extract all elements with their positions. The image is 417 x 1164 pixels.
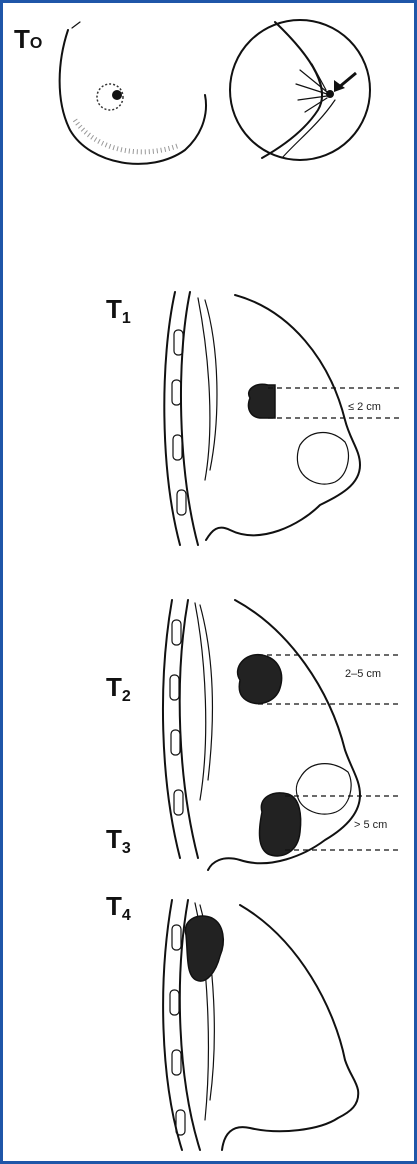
t2-nipple: [296, 764, 351, 814]
t0-shading: [75, 120, 180, 152]
t0-panel: TO: [14, 20, 370, 164]
t1-nipple: [297, 433, 348, 485]
t2-size-label: 2–5 cm: [345, 668, 381, 680]
t0-magnified-contour-2: [282, 100, 335, 158]
t2-chest-wall-inner: [180, 600, 198, 858]
t4-label: T4: [106, 891, 131, 924]
t2-muscle-fiber-1: [200, 605, 213, 780]
t4-ribs: [170, 925, 185, 1135]
t2-tumor: [238, 655, 282, 704]
t1-chest-wall-inner: [181, 292, 198, 545]
t1-tumor: [249, 384, 276, 418]
t1-panel: T1 ≤ 2 cm: [106, 292, 400, 545]
t1-muscle-fiber-1: [205, 300, 217, 470]
t1-muscle-fiber-2: [198, 298, 210, 480]
t1-breast-profile: [206, 295, 360, 540]
t2-muscle-fiber-2: [195, 603, 206, 800]
t0-ducts: [296, 64, 327, 112]
t2-t3-panel: T2 T3 2–5 cm > 5 cm: [106, 600, 400, 870]
t4-panel: T4: [106, 891, 358, 1150]
t0-label: TO: [14, 24, 42, 54]
t4-breast-profile: [222, 905, 358, 1150]
t3-label: T3: [106, 824, 131, 857]
t0-breast-outline: [60, 30, 206, 164]
t0-nipple: [112, 90, 122, 100]
t1-size-label: ≤ 2 cm: [348, 401, 381, 413]
t1-ribs: [172, 330, 186, 515]
t3-tumor: [260, 793, 301, 856]
t3-size-label: > 5 cm: [354, 819, 387, 831]
t0-edge-mark: [72, 22, 80, 28]
t2-label: T2: [106, 672, 131, 705]
t1-label: T1: [106, 294, 131, 327]
t4-tumor: [185, 916, 223, 981]
